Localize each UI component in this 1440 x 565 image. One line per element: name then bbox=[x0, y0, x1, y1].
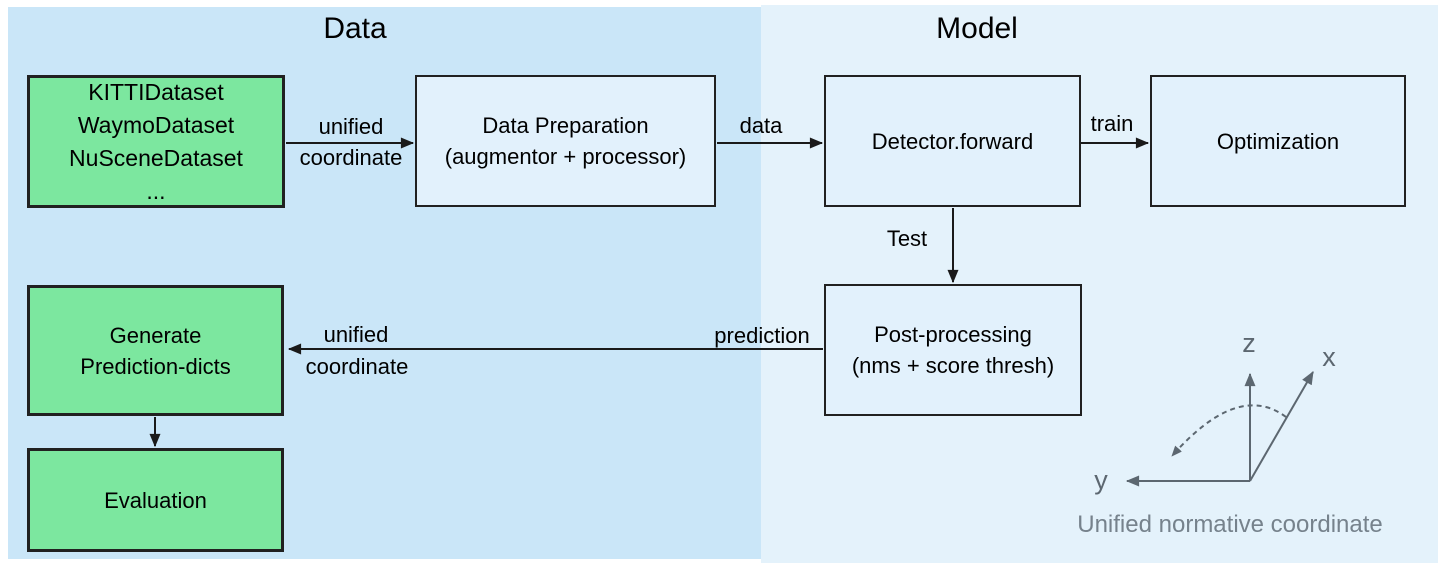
label-unified-coordinate-top-line2: coordinate bbox=[299, 145, 403, 170]
box-line: ... bbox=[146, 177, 166, 204]
data-section-title: Data bbox=[323, 12, 387, 45]
label-test: Test bbox=[886, 226, 928, 251]
box-line: (augmentor + processor) bbox=[444, 144, 687, 169]
box-line: Generate bbox=[109, 322, 202, 348]
label-prediction: prediction bbox=[714, 323, 810, 348]
box-line: KITTIDataset bbox=[88, 78, 224, 105]
box-optimization: Optimization bbox=[1150, 75, 1406, 207]
box-evaluation: Evaluation bbox=[27, 448, 284, 552]
box-line: WaymoDataset bbox=[77, 111, 235, 138]
box-line: Detector.forward bbox=[871, 128, 1034, 154]
box-generate-prediction-dicts: Generate Prediction-dicts bbox=[27, 285, 284, 416]
label-data: data bbox=[739, 113, 783, 138]
box-post-processing: Post-processing (nms + score thresh) bbox=[824, 284, 1082, 416]
label-train: train bbox=[1090, 111, 1134, 136]
box-line: Data Preparation bbox=[482, 113, 649, 138]
box-line: (nms + score thresh) bbox=[851, 353, 1055, 378]
box-datasets: KITTIDataset WaymoDataset NuSceneDataset… bbox=[27, 75, 285, 208]
label-unified-coordinate-top-line1: unified bbox=[318, 114, 384, 139]
box-detector-forward: Detector.forward bbox=[824, 75, 1081, 207]
box-line: Evaluation bbox=[104, 487, 207, 513]
box-data-preparation: Data Preparation (augmentor + processor) bbox=[415, 75, 716, 207]
z-axis-label: z bbox=[1242, 328, 1256, 358]
coordinate-caption: Unified normative coordinate bbox=[1077, 511, 1383, 538]
box-line: Optimization bbox=[1216, 128, 1340, 154]
model-section-title: Model bbox=[936, 12, 1018, 45]
label-unified-coordinate-bottom-line1: unified bbox=[323, 322, 389, 347]
label-unified-coordinate-bottom-line2: coordinate bbox=[305, 354, 409, 379]
box-line: NuSceneDataset bbox=[69, 144, 243, 171]
box-line: Post-processing bbox=[874, 322, 1032, 347]
box-line: Prediction-dicts bbox=[80, 353, 231, 379]
x-axis-label: x bbox=[1322, 342, 1336, 372]
y-axis-label: y bbox=[1094, 465, 1108, 495]
